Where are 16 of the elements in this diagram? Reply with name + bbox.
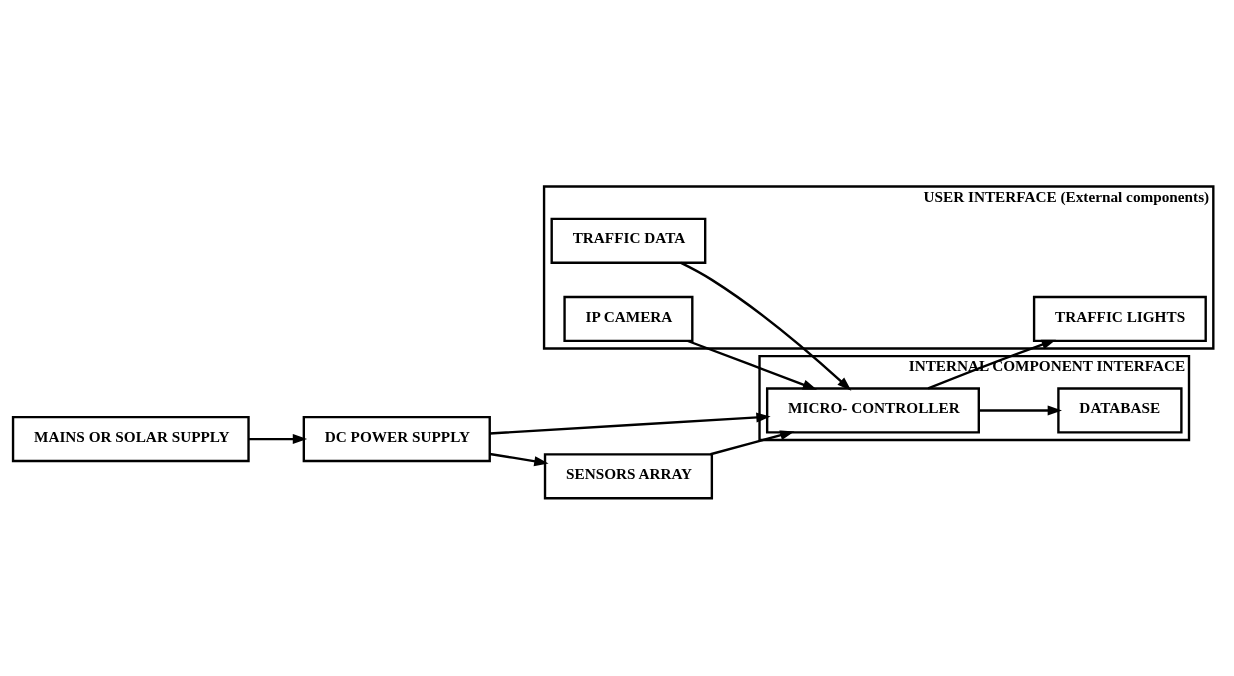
arrow bbox=[489, 411, 771, 435]
arrow bbox=[927, 339, 1056, 389]
node-box: IP CAMERA bbox=[563, 295, 694, 342]
arrow bbox=[687, 339, 818, 390]
arrow bbox=[978, 404, 1062, 415]
arrow bbox=[710, 429, 795, 455]
node-box: TRAFFIC DATA bbox=[550, 217, 707, 264]
node-box: DATABASE bbox=[1057, 386, 1183, 434]
arrow bbox=[489, 452, 549, 466]
node-box: TRAFFIC LIGHTS bbox=[1032, 295, 1207, 342]
node-box: SENSORS ARRAY bbox=[543, 452, 714, 499]
node-box: MICRO- CONTROLLER bbox=[765, 386, 980, 434]
node-box: DC POWER SUPPLY bbox=[302, 415, 491, 462]
node-box: MAINS OR SOLAR SUPPLY bbox=[11, 415, 250, 462]
arrow bbox=[248, 433, 308, 444]
arrow bbox=[680, 261, 852, 391]
